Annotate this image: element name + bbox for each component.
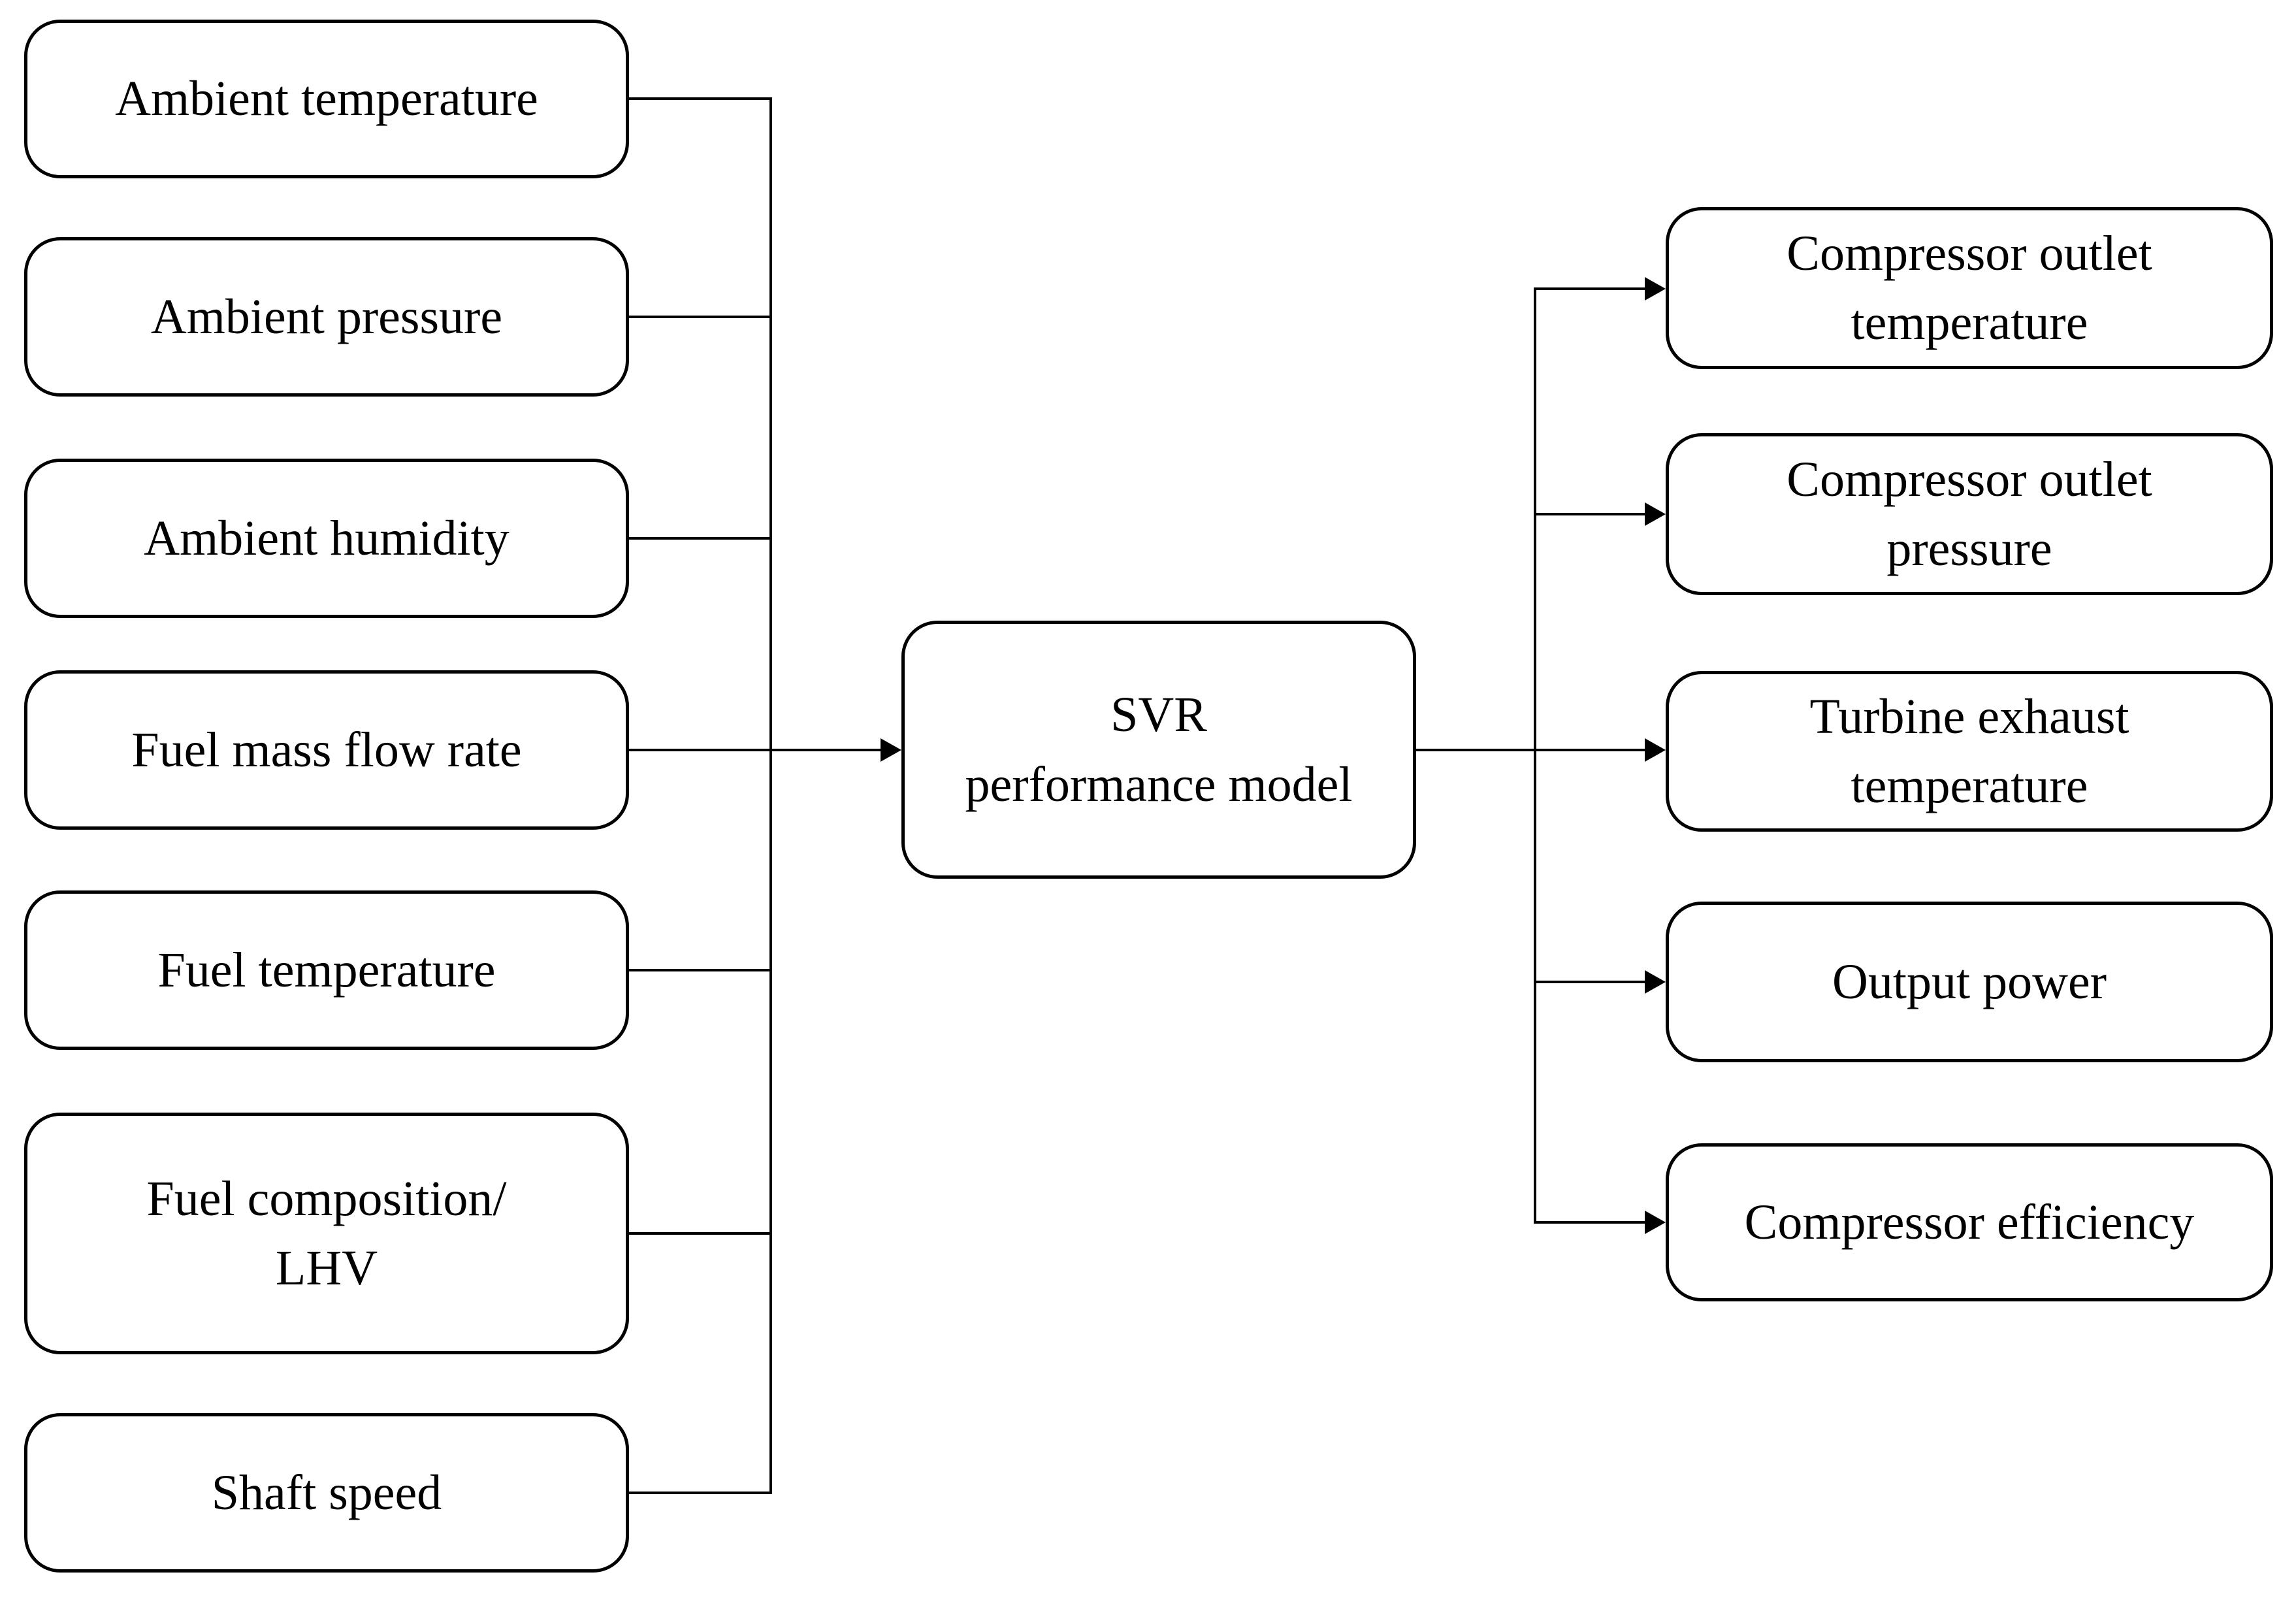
output-label-compressor-outlet-pressure: Compressor outlet pressure xyxy=(1787,451,2152,576)
output-bus-line xyxy=(1534,287,1536,1224)
input-label-ambient-humidity: Ambient humidity xyxy=(144,510,509,566)
arrowhead-icon xyxy=(1645,277,1666,301)
arrowhead-icon xyxy=(881,738,901,762)
input-label-shaft-speed: Shaft speed xyxy=(211,1465,442,1520)
input-connector-fuel-temperature xyxy=(629,969,769,971)
output-box-output-power: Output power xyxy=(1666,902,2273,1062)
arrowhead-icon xyxy=(1645,1211,1666,1234)
output-branch-compressor-efficiency xyxy=(1534,1221,1645,1224)
model-label-svr-performance: SVR performance model xyxy=(965,687,1353,812)
output-label-compressor-efficiency: Compressor efficiency xyxy=(1744,1194,2195,1250)
input-label-fuel-composition-lhv: Fuel composition/ LHV xyxy=(146,1171,507,1296)
input-box-fuel-temperature: Fuel temperature xyxy=(24,890,629,1050)
input-box-fuel-mass-flow-rate: Fuel mass flow rate xyxy=(24,670,629,830)
input-box-ambient-humidity: Ambient humidity xyxy=(24,459,629,618)
model-box-svr-performance: SVR performance model xyxy=(901,621,1416,879)
input-connector-ambient-pressure xyxy=(629,316,769,318)
arrowhead-icon xyxy=(1645,738,1666,762)
input-bus-line xyxy=(769,97,772,1494)
arrowhead-icon xyxy=(1645,502,1666,526)
input-box-ambient-pressure: Ambient pressure xyxy=(24,237,629,397)
input-connector-fuel-mass-flow-rate xyxy=(629,749,769,751)
input-connector-ambient-temperature xyxy=(629,97,769,100)
output-branch-output-power xyxy=(1534,981,1645,983)
output-box-compressor-outlet-temperature: Compressor outlet temperature xyxy=(1666,207,2273,369)
input-box-shaft-speed: Shaft speed xyxy=(24,1413,629,1573)
output-box-turbine-exhaust-temperature: Turbine exhaust temperature xyxy=(1666,671,2273,832)
arrowhead-icon xyxy=(1645,970,1666,994)
output-trunk-line xyxy=(1416,749,1645,751)
output-branch-compressor-outlet-pressure xyxy=(1534,513,1645,515)
output-label-output-power: Output power xyxy=(1832,954,2107,1009)
output-box-compressor-efficiency: Compressor efficiency xyxy=(1666,1143,2273,1301)
output-label-compressor-outlet-temperature: Compressor outlet temperature xyxy=(1787,225,2152,350)
input-label-fuel-mass-flow-rate: Fuel mass flow rate xyxy=(131,722,522,777)
input-label-ambient-temperature: Ambient temperature xyxy=(115,71,538,127)
input-box-ambient-temperature: Ambient temperature xyxy=(24,20,629,178)
input-connector-fuel-composition-lhv xyxy=(629,1232,769,1235)
input-label-fuel-temperature: Fuel temperature xyxy=(157,942,496,998)
output-box-compressor-outlet-pressure: Compressor outlet pressure xyxy=(1666,433,2273,595)
input-connector-ambient-humidity xyxy=(629,537,769,540)
model-input-arrow-line xyxy=(769,749,881,751)
output-label-turbine-exhaust-temperature: Turbine exhaust temperature xyxy=(1809,689,2129,813)
input-label-ambient-pressure: Ambient pressure xyxy=(150,289,503,344)
input-box-fuel-composition-lhv: Fuel composition/ LHV xyxy=(24,1113,629,1354)
output-branch-compressor-outlet-temperature xyxy=(1534,287,1645,290)
input-connector-shaft-speed xyxy=(629,1492,769,1494)
